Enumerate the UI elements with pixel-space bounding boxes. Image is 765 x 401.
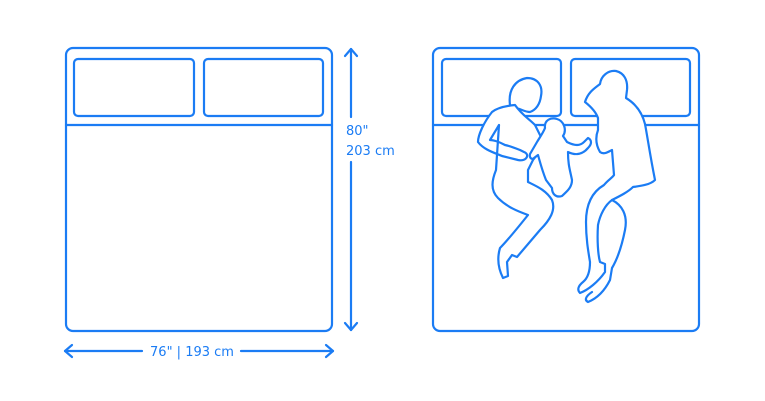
woman-figure	[476, 76, 555, 280]
arrow-down-icon	[343, 321, 359, 332]
baby-figure	[528, 117, 593, 198]
man-figure	[577, 69, 657, 304]
bed-frame	[431, 46, 701, 333]
bed-frame	[64, 46, 334, 333]
arrow-up-icon	[343, 47, 359, 58]
height-dimension: 80" 203 cm	[343, 47, 395, 332]
empty-bed	[64, 46, 334, 333]
arrow-left-icon	[63, 343, 74, 359]
bed-with-family	[431, 46, 701, 333]
pillow-right	[202, 57, 325, 118]
width-dimension: 76" | 193 cm	[63, 343, 335, 360]
width-label: 76" | 193 cm	[150, 345, 234, 360]
pillow-left	[72, 57, 196, 118]
height-cm: 203 cm	[346, 144, 395, 159]
arrow-right-icon	[324, 343, 335, 359]
height-inches: 80"	[346, 124, 369, 139]
